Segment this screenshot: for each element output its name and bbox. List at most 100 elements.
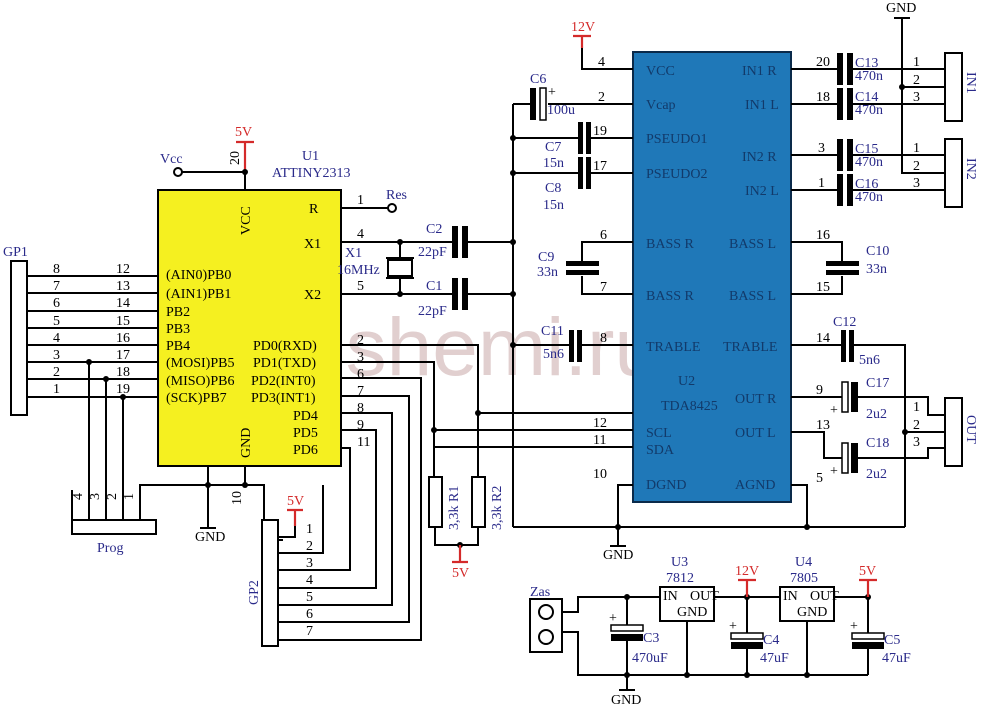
ps-12v-label: 12V [735,564,759,579]
u1-pin-num: 17 [116,348,130,363]
gp2-pin5-wire [278,412,393,606]
c18-value: 2u2 [866,467,887,482]
c3-plate-plus [610,624,644,632]
c2-ref: C2 [426,222,442,237]
u2-pin-num: 16 [816,228,830,243]
u3-part: 7812 [666,571,694,586]
u2-pin-in2r: IN2 R [742,150,777,165]
junction [899,84,905,90]
junction [510,291,516,297]
c18-plate-plus [841,442,849,474]
u2-gnd-text: GND [603,548,633,563]
c10-value: 33n [866,262,887,277]
c13-ref: C13 [855,56,878,71]
c17-plate-plus [841,381,849,413]
junction [902,429,908,435]
gp2-pin: 6 [306,607,313,622]
u2-pin-vcap: Vcap [646,98,676,113]
c9-ref: C9 [538,250,554,265]
junction [804,672,810,678]
u1-pin-pb5: (MOSI)PB5 [166,356,234,371]
c14-ref: C14 [855,90,878,105]
agnd-wire [791,484,808,527]
c14-plate [837,88,843,120]
u1-pin-pb7: (SCK)PB7 [166,391,227,406]
res-label: Res [386,188,407,203]
c12-plate [849,330,854,362]
u4-ref: U4 [795,555,812,570]
u2-pin-bass-l2: BASS L [729,289,776,304]
scl-sda-wires [434,429,633,448]
in2-pin: 2 [913,159,920,174]
out-l-pin5: 5 [816,471,823,486]
gp1-pin: 1 [53,382,60,397]
in2-pin: 1 [913,141,920,156]
u2-pin-sda: SDA [646,443,675,458]
c16-value: 470n [855,190,883,205]
junction [684,672,690,678]
u2-pin-outr: OUT R [735,392,777,407]
u1-pin-num: 7 [357,384,364,399]
c8-value: 15n [543,198,564,213]
gp1-pin: 5 [53,314,60,329]
u2-pin-num: 14 [816,331,830,346]
ps-5v-label: 5V [859,564,876,579]
u2-pin-bass-r1: BASS R [646,237,695,252]
u1-gnd-pin: 10 [230,491,245,505]
junction [510,170,516,176]
prog-pin: 2 [105,493,120,500]
c3-plate [611,634,643,641]
c11-plate [569,330,574,362]
ps-wires [562,596,868,676]
c5-value: 47uF [882,651,911,666]
c14-plate [847,88,853,120]
u3-gnd: GND [677,605,707,620]
c3-plus: + [609,611,617,626]
c1-plate [452,278,458,310]
c12-plate [841,330,846,362]
c5-plus: + [850,619,858,634]
in2-label: IN2 [963,158,978,180]
crystal-value: 16MHz [337,263,380,278]
u2-pin-in2l: IN2 L [745,184,779,199]
c3-value: 470uF [632,651,668,666]
u2-pin-scl: SCL [646,426,672,441]
u2-pin-num: 3 [818,141,825,156]
c11-value: 5n6 [543,347,564,362]
input-gnd-text: GND [886,1,916,16]
u1-pin-pd0: PD0(RXD) [253,339,317,354]
u2-pin-outl: OUT L [735,426,776,441]
c17-value: 2u2 [866,407,887,422]
u4-in: IN [783,589,798,604]
c4-ref: C4 [763,633,779,648]
u1-5v-label: 5V [235,125,252,140]
out-pin: 1 [913,400,920,415]
u1-gnd-text: GND [195,530,225,545]
c10-wires [791,241,843,295]
u1-pin-pd1: PD1(TXD) [253,356,316,371]
c16-plate [837,174,843,206]
u1-pin-num: 8 [357,401,364,416]
u2-body [632,51,792,503]
gp2-connector [261,519,279,647]
u2-pin-trable-l: TRABLE [646,340,700,355]
gp2-pin: 3 [306,556,313,571]
power-12v-symbol [573,34,591,48]
c4-plate-plus [730,632,764,640]
junction [804,524,810,530]
gp2-pin: 2 [306,539,313,554]
c15-value: 470n [855,155,883,170]
u1-pin-num: 15 [116,314,130,329]
u1-vcc-wire [178,171,246,190]
u2-pin-agnd: AGND [735,478,775,493]
gp1-wires [27,275,158,398]
in1-pin: 3 [913,90,920,105]
u1-pin-num: 5 [357,279,364,294]
u2-pin-num: 8 [600,331,607,346]
r1 [428,476,443,528]
prog-pin: 3 [88,493,103,500]
c7-plate [578,122,583,154]
vcc-terminal [173,167,183,177]
u2-part: TDA8425 [661,399,718,414]
u2-pin-vcc: VCC [646,64,675,79]
